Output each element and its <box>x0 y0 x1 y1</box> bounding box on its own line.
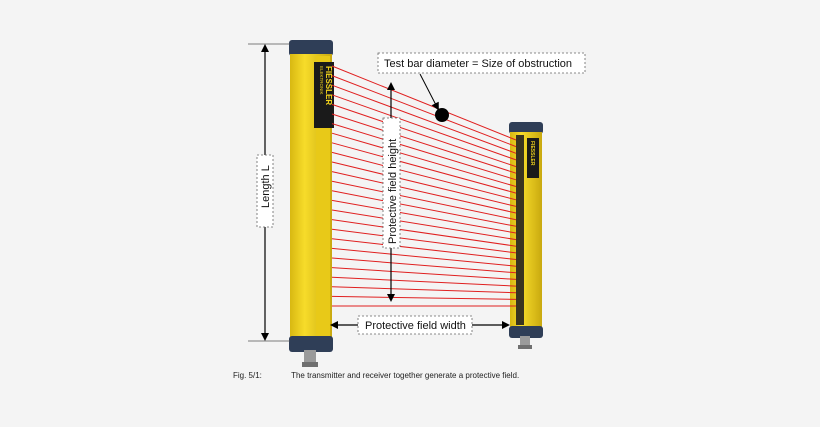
light-beam <box>331 123 517 181</box>
field-height-label: Protective field height <box>387 139 399 244</box>
test-bar-icon <box>435 108 449 122</box>
transmitter-brand-sub: ELEKTRONIK <box>319 66 324 95</box>
light-beam <box>331 199 517 234</box>
length-label-box <box>256 154 274 228</box>
receiver-lens-strip <box>516 135 524 325</box>
length-dimension: Length L <box>248 43 290 342</box>
transmitter-top-cap <box>289 40 333 56</box>
transmitter-connector-base <box>302 362 318 367</box>
light-beam <box>331 267 517 280</box>
field-width-label: Protective field width <box>365 320 466 332</box>
light-beam <box>331 238 517 260</box>
light-beam <box>331 75 517 148</box>
light-beam <box>331 65 517 141</box>
length-label: Length L <box>260 165 272 208</box>
receiver: FIESSLER <box>509 122 543 349</box>
light-beam <box>331 219 517 247</box>
light-beam <box>331 132 517 187</box>
receiver-connector-base <box>518 345 532 349</box>
transmitter-bottom-cap <box>289 336 333 352</box>
light-beam <box>331 171 517 214</box>
light-beam <box>331 257 517 274</box>
transmitter-brand-plate <box>314 62 334 128</box>
light-beam <box>331 84 517 154</box>
light-beam <box>331 190 517 227</box>
light-beam <box>331 286 517 294</box>
light-beam <box>331 228 517 254</box>
test-bar-label-box <box>377 52 586 74</box>
light-beam <box>331 113 517 174</box>
test-bar-pointer <box>419 73 439 111</box>
receiver-brand: FIESSLER <box>529 141 535 166</box>
figure-number: Fig. 5/1: <box>233 371 262 380</box>
light-beam <box>331 103 517 168</box>
light-beam <box>331 94 517 161</box>
light-beams <box>331 65 517 307</box>
figure-caption: Fig. 5/1: The transmitter and receiver t… <box>233 371 519 380</box>
test-bar-label: Test bar diameter = Size of obstruction <box>384 58 572 70</box>
receiver-brand-plate <box>527 138 539 178</box>
light-beam <box>331 142 517 194</box>
transmitter: FIESSLER ELEKTRONIK <box>289 40 334 367</box>
receiver-bottom-cap <box>509 326 543 338</box>
light-beam <box>331 295 517 300</box>
light-beam <box>331 161 517 207</box>
test-bar-callout: Test bar diameter = Size of obstruction <box>377 52 586 111</box>
field-height-dimension: Protective field height <box>382 82 401 302</box>
light-beam <box>331 209 517 241</box>
receiver-connector <box>520 336 530 348</box>
light-beam <box>331 180 517 221</box>
light-beam <box>331 151 517 201</box>
receiver-top-cap <box>509 122 543 134</box>
light-beam <box>331 247 517 267</box>
figure-caption-text: The transmitter and receiver together ge… <box>291 371 520 380</box>
field-width-dimension: Protective field width <box>330 315 510 335</box>
field-width-label-box <box>357 315 473 335</box>
light-beam <box>331 276 517 287</box>
field-height-label-box <box>382 117 401 249</box>
transmitter-brand: FIESSLER <box>324 66 333 105</box>
